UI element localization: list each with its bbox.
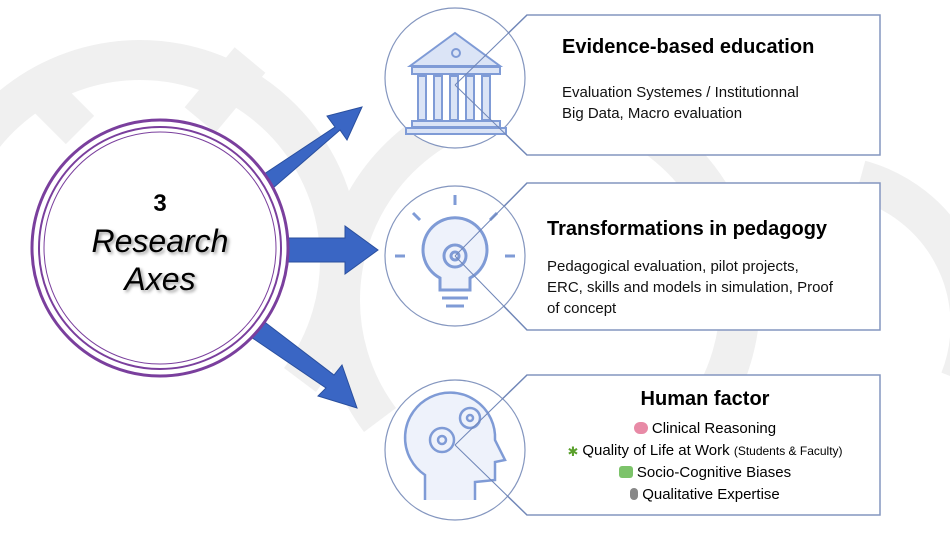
item-label: Quality of Life at Work bbox=[582, 442, 730, 459]
seedling-icon: ✱ bbox=[567, 444, 579, 459]
axis-2-line: Pedagogical evaluation, pilot projects, bbox=[547, 258, 799, 275]
microphone-icon bbox=[630, 488, 639, 500]
list-item: Qualitative Expertise bbox=[520, 484, 890, 506]
axis-1-line: Big Data, Macro evaluation bbox=[562, 105, 743, 122]
arrow-to-axis-2 bbox=[277, 225, 379, 275]
brain-icon bbox=[633, 422, 648, 434]
head-gears-icon bbox=[403, 391, 507, 500]
center-line-2: Axes bbox=[124, 261, 196, 297]
center-circle bbox=[30, 118, 290, 378]
item-note: (Students & Faculty) bbox=[733, 444, 843, 458]
list-item: Socio-Cognitive Biases bbox=[520, 462, 890, 484]
center-line-1: Research bbox=[91, 223, 229, 259]
arrow-to-axis-3 bbox=[247, 319, 358, 409]
axis-2-description: Pedagogical evaluation, pilot projects, … bbox=[547, 256, 833, 319]
item-label: Socio-Cognitive Biases bbox=[636, 464, 792, 481]
list-item: ✱Quality of Life at Work (Students & Fac… bbox=[520, 440, 890, 462]
axis-1-description: Evaluation Systemes / Institutionnal Big… bbox=[562, 82, 799, 124]
axis-2-line: of concept bbox=[547, 300, 617, 317]
axis-3-title: Human factor bbox=[640, 388, 770, 410]
axis-1-line: Evaluation Systemes / Institutionnal bbox=[562, 84, 799, 101]
item-label: Qualitative Expertise bbox=[642, 486, 780, 503]
axis-3-items: Clinical Reasoning ✱Quality of Life at W… bbox=[520, 418, 890, 506]
list-item: Clinical Reasoning bbox=[520, 418, 890, 440]
axes-count: 3 bbox=[153, 190, 167, 217]
axis-2-line: ERC, skills and models in simulation, Pr… bbox=[547, 279, 833, 296]
center-label: 3 Research Axes bbox=[60, 190, 260, 298]
axis-1-title: Evidence-based education bbox=[562, 36, 815, 58]
item-label: Clinical Reasoning bbox=[651, 420, 777, 437]
puzzle-icon bbox=[618, 466, 633, 478]
institution-icon bbox=[405, 31, 507, 135]
arrows bbox=[247, 106, 379, 409]
axis-2-title: Transformations in pedagogy bbox=[547, 218, 828, 240]
arrow-to-axis-1 bbox=[254, 106, 363, 196]
